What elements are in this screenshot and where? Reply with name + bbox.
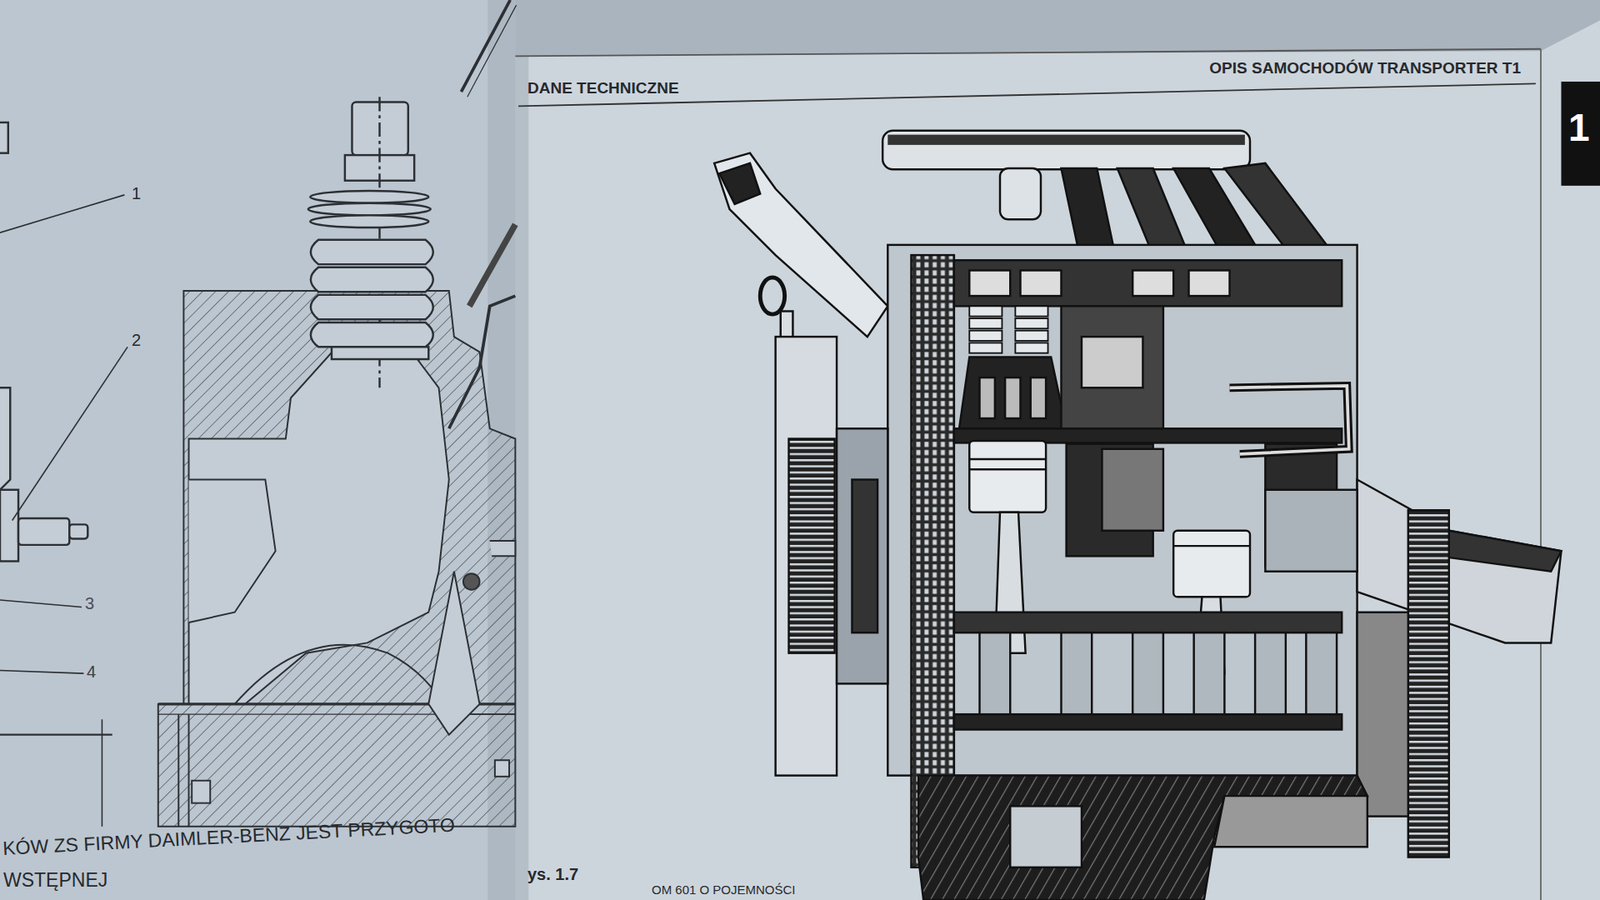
- callout-number: 1: [131, 184, 141, 203]
- callout-number: 4: [86, 662, 96, 681]
- callout-number: 3: [85, 594, 95, 613]
- callout-number: 2: [131, 330, 141, 350]
- book-title: OPIS SAMOCHODÓW TRANSPORTER T1: [1209, 60, 1521, 78]
- engine-cutaway: [714, 130, 1561, 900]
- leader-lines: [0, 195, 128, 827]
- left-page: [0, 0, 515, 900]
- valve-spring: [308, 96, 434, 388]
- cylinder-head-section: [158, 0, 517, 827]
- section-header: DANE TECHNICZNE: [527, 80, 680, 98]
- right-page: [515, 0, 1600, 900]
- figure-number: ys. 1.7: [527, 865, 579, 884]
- figure-caption: OM 601 O POJEMNOŚCI: [651, 883, 796, 898]
- chapter-tab: [1560, 81, 1600, 186]
- page-top-shadow: [515, 0, 1600, 56]
- chapter-number: 1: [1568, 106, 1590, 150]
- body-text: WSTĘPNEJ: [3, 870, 108, 891]
- page-edge: [515, 49, 1541, 57]
- page-edge: [1540, 49, 1542, 900]
- injector-nozzle: [0, 122, 88, 562]
